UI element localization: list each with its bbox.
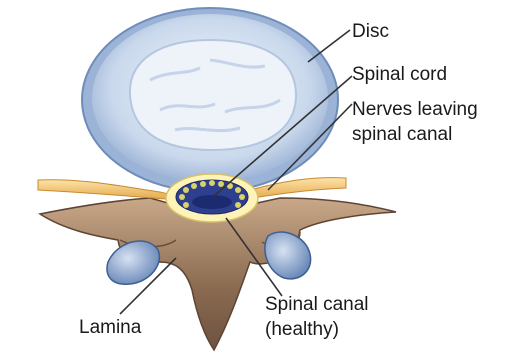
label-disc: Disc: [352, 20, 389, 43]
label-spinal-cord: Spinal cord: [352, 63, 447, 86]
facet-joint-left: [107, 241, 159, 284]
label-nerves-line1: Nerves leaving: [352, 98, 478, 121]
label-lamina: Lamina: [79, 316, 141, 339]
facet-joint-right: [265, 232, 311, 279]
label-spinal-canal-line2: (healthy): [265, 318, 339, 341]
label-spinal-canal-line1: Spinal canal: [265, 293, 369, 316]
label-nerves-line2: spinal canal: [352, 123, 452, 146]
spinal-cord: [176, 180, 248, 214]
disc: [82, 8, 338, 192]
